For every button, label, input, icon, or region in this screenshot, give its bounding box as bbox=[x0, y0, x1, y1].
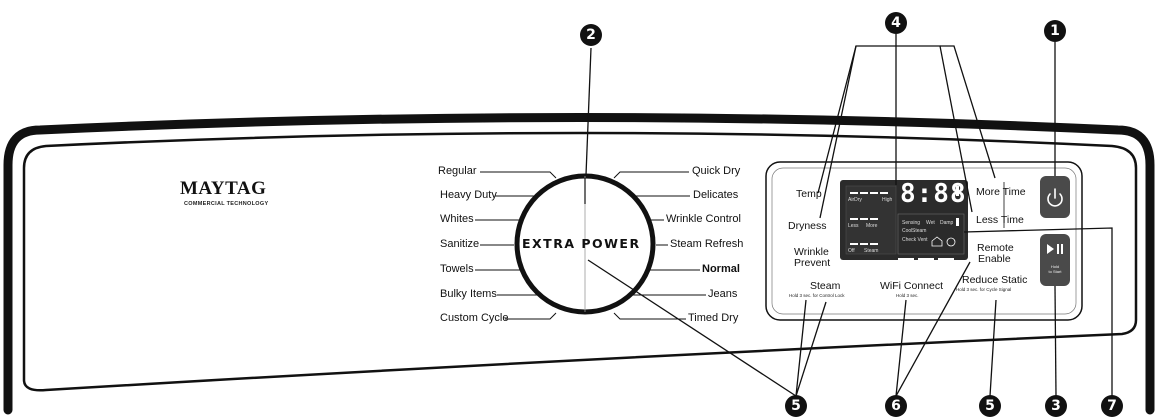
dryness-button[interactable]: Dryness bbox=[788, 220, 827, 232]
display-check-vent: Check Vent bbox=[902, 237, 928, 243]
display-wet: Wet bbox=[926, 220, 935, 226]
display-steam-status: Steam bbox=[912, 228, 927, 234]
cycle-quick-dry[interactable]: Quick Dry bbox=[692, 165, 741, 177]
control-module-inner bbox=[771, 167, 1077, 315]
callout-2: 2 bbox=[580, 24, 602, 46]
wrinkle-prevent-button-line1[interactable]: Wrinkle bbox=[794, 246, 829, 258]
display-damp: Damp bbox=[940, 220, 954, 226]
cycle-custom-cycle[interactable]: Custom Cycle bbox=[440, 312, 509, 324]
inner-panel-outline bbox=[22, 131, 1138, 392]
display-cool: Cool bbox=[902, 228, 913, 234]
more-time-button[interactable]: More Time bbox=[976, 186, 1026, 198]
cycle-normal[interactable]: Normal bbox=[702, 263, 740, 275]
control-module-outline bbox=[765, 161, 1083, 321]
callout-3: 3 bbox=[1045, 395, 1067, 417]
callout-leader-lines bbox=[585, 34, 1113, 397]
home-icon bbox=[931, 236, 943, 247]
display-less: Less bbox=[848, 223, 859, 229]
callout-6: 6 bbox=[885, 395, 907, 417]
remote-enable-button-line1[interactable]: Remote bbox=[977, 242, 1014, 254]
cycle-timed-dry[interactable]: Timed Dry bbox=[688, 312, 739, 324]
brand-tagline: COMMERCIAL TECHNOLOGY bbox=[184, 201, 269, 207]
display-high: High bbox=[882, 197, 893, 203]
cycle-bulky-items[interactable]: Bulky Items bbox=[440, 288, 497, 300]
display-more: More bbox=[866, 223, 878, 229]
right-cycle-leaders bbox=[613, 171, 706, 320]
callout-1: 1 bbox=[1044, 20, 1066, 42]
cycle-sanitize[interactable]: Sanitize bbox=[440, 238, 480, 250]
cycle-whites[interactable]: Whites bbox=[440, 213, 474, 225]
callout-7: 7 bbox=[1101, 395, 1123, 417]
start-hold-text-1: Hold bbox=[1050, 264, 1060, 269]
reduce-static-button[interactable]: Reduce Static bbox=[962, 274, 1028, 286]
start-hold-text-2: to Start bbox=[1048, 269, 1062, 274]
cycle-jeans[interactable]: Jeans bbox=[708, 288, 738, 300]
temp-button[interactable]: Temp bbox=[796, 188, 822, 200]
console-outline bbox=[3, 113, 1155, 415]
remote-enable-button-line2[interactable]: Enable bbox=[978, 253, 1011, 265]
cycle-regular[interactable]: Regular bbox=[438, 165, 477, 177]
start-pause-button[interactable] bbox=[1040, 234, 1070, 286]
cycle-heavy-duty[interactable]: Heavy Duty bbox=[440, 189, 497, 201]
callout-5-right: 5 bbox=[979, 395, 1001, 417]
cycle-delicates[interactable]: Delicates bbox=[693, 189, 739, 201]
time-digits-display: 8:88 bbox=[900, 179, 967, 209]
extra-power-label: EXTRA POWER bbox=[522, 236, 641, 251]
display-off: Off bbox=[848, 248, 855, 254]
wifi-hold-hint: Hold 3 sec. bbox=[896, 293, 919, 298]
callout-4: 4 bbox=[885, 12, 907, 34]
wrinkle-prevent-button-line2[interactable]: Prevent bbox=[794, 257, 831, 269]
less-time-button[interactable]: Less Time bbox=[976, 214, 1024, 226]
display-airdry: AirDry bbox=[848, 197, 862, 203]
reduce-static-hold-hint: Hold 3 sec. for Cycle Signal bbox=[956, 287, 1012, 292]
left-cycle-leaders bbox=[475, 171, 557, 320]
wifi-connect-button[interactable]: WiFi Connect bbox=[880, 280, 944, 292]
cycle-steam-refresh[interactable]: Steam Refresh bbox=[670, 238, 744, 250]
callout-5-left: 5 bbox=[785, 395, 807, 417]
steam-button[interactable]: Steam bbox=[810, 280, 841, 292]
cycle-wrinkle-control[interactable]: Wrinkle Control bbox=[666, 213, 741, 225]
steam-hold-hint: Hold 3 sec. for Control Lock bbox=[789, 293, 845, 298]
cycle-towels[interactable]: Towels bbox=[440, 263, 474, 275]
maytag-logo: MAYTAG bbox=[180, 178, 267, 199]
display-steam: Steam bbox=[864, 248, 879, 254]
power-icon bbox=[1047, 188, 1063, 207]
play-pause-icon bbox=[1047, 244, 1063, 254]
display-sensing: Sensing bbox=[902, 220, 921, 226]
remote-icon bbox=[946, 237, 956, 247]
